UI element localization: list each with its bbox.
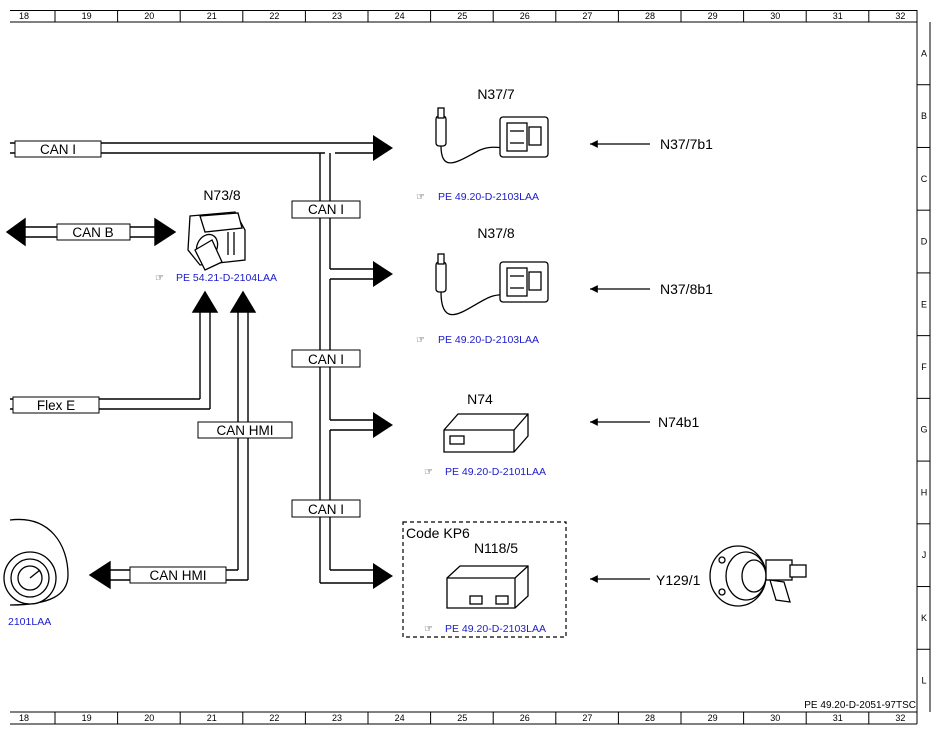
- hand-pointer-icon: ☞: [155, 273, 164, 284]
- n73-8-ref: ☞ PE 54.21-D-2104LAA: [155, 272, 277, 284]
- n37-8-ref: ☞ PE 49.20-D-2103LAA: [416, 334, 539, 346]
- column-label-19: 19: [82, 713, 92, 723]
- column-label-20: 20: [144, 713, 154, 723]
- bus-label-can-hmi-1: CAN HMI: [217, 423, 274, 438]
- column-label-21: 21: [207, 11, 217, 21]
- bus-label-flex-e: Flex E: [37, 398, 75, 413]
- column-label-29: 29: [708, 713, 718, 723]
- n37-8-component: N37/8 ☞ PE 49.20-D-2103LAA N37/8b1: [416, 225, 713, 346]
- n37-7-ref: ☞ PE 49.20-D-2103LAA: [416, 191, 539, 203]
- row-label-G: G: [920, 425, 927, 435]
- bus-label-can-i-top: CAN I: [40, 142, 76, 157]
- column-label-28: 28: [645, 713, 655, 723]
- n118-5-ref: ☞ PE 49.20-D-2103LAA: [424, 623, 546, 635]
- n73-8-label: N73/8: [203, 187, 241, 203]
- column-label-23: 23: [332, 11, 342, 21]
- n37-7-label: N37/7: [477, 86, 515, 102]
- column-label-26: 26: [520, 713, 530, 723]
- y129-1-label: Y129/1: [656, 572, 701, 588]
- n37-8b1-label: N37/8b1: [660, 281, 713, 297]
- can-i-arrowheads: [373, 135, 393, 589]
- column-label-28: 28: [645, 11, 655, 21]
- n118-5-label: N118/5: [474, 540, 518, 556]
- drawing-frame: [10, 10, 931, 725]
- column-label-30: 30: [770, 11, 780, 21]
- gauge-icon: [3, 518, 69, 606]
- n74-ref: ☞ PE 49.20-D-2101LAA: [424, 466, 546, 478]
- column-label-24: 24: [395, 713, 405, 723]
- column-label-31: 31: [833, 11, 843, 21]
- n118-5-component: Code KP6 N118/5 ☞ PE 49.20-D-2103LAA: [402, 521, 567, 638]
- n37-7-component: N37/7 ☞ PE 49.20-D-2103LAA N37/7b1: [416, 86, 713, 203]
- row-grid: A B C D E F G H J K L: [917, 48, 930, 686]
- can-hmi-bus: [88, 290, 257, 590]
- n37-7-ref-text: PE 49.20-D-2103LAA: [438, 191, 539, 203]
- row-label-B: B: [921, 111, 927, 121]
- row-label-F: F: [921, 362, 927, 372]
- bus-label-can-hmi-2: CAN HMI: [150, 568, 207, 583]
- bus-label-boxes: CAN I CAN I CAN I CAN I CAN B Flex E CAN…: [12, 140, 361, 584]
- column-label-23: 23: [332, 713, 342, 723]
- row-label-E: E: [921, 299, 927, 309]
- column-label-30: 30: [770, 713, 780, 723]
- dosing-valve-icon: [709, 545, 807, 607]
- n73-8-component: N73/8 ☞ PE 54.21-D-2104LAA: [155, 187, 277, 284]
- column-label-18: 18: [19, 11, 29, 21]
- bus-label-can-b: CAN B: [72, 225, 113, 240]
- column-label-21: 21: [207, 713, 217, 723]
- n74b1-label: N74b1: [658, 414, 699, 430]
- row-label-C: C: [921, 174, 928, 184]
- n37-8-label: N37/8: [477, 225, 515, 241]
- column-label-22: 22: [269, 11, 279, 21]
- document-id: PE 49.20-D-2051-97TSC: [804, 700, 916, 711]
- row-label-K: K: [921, 613, 927, 623]
- hand-pointer-icon: ☞: [416, 192, 425, 203]
- column-label-18: 18: [19, 713, 29, 723]
- hand-pointer-icon: ☞: [424, 467, 433, 478]
- n74-ref-text: PE 49.20-D-2101LAA: [445, 466, 546, 478]
- n74-component: N74 ☞ PE 49.20-D-2101LAA N74b1: [424, 391, 699, 478]
- column-label-32: 32: [895, 11, 905, 21]
- nox-sensor-icon: [435, 253, 549, 316]
- nox-sensor-icon: [435, 107, 549, 164]
- column-grid: 18 18 19 19 20 20 21 21 22 22 23 23 24 24 25 25 26 26 27 27…: [19, 10, 905, 724]
- hand-pointer-icon: ☞: [424, 624, 433, 635]
- column-label-19: 19: [82, 11, 92, 21]
- column-label-25: 25: [457, 11, 467, 21]
- column-label-27: 27: [582, 713, 592, 723]
- bus-label-can-i-2: CAN I: [308, 352, 344, 367]
- row-label-J: J: [922, 550, 927, 560]
- column-label-24: 24: [395, 11, 405, 21]
- code-kp6-dashed-box: [402, 521, 567, 638]
- row-label-A: A: [921, 48, 927, 58]
- bus-label-can-i-3: CAN I: [308, 502, 344, 517]
- column-label-32: 32: [895, 713, 905, 723]
- n74-label: N74: [467, 391, 493, 407]
- n37-7b1-label: N37/7b1: [660, 136, 713, 152]
- bus-label-can-i-1: CAN I: [308, 202, 344, 217]
- y129-1-component: Y129/1: [590, 545, 807, 607]
- row-label-L: L: [921, 676, 926, 686]
- control-unit-icon: [443, 413, 529, 453]
- column-label-22: 22: [269, 713, 279, 723]
- cluster-ref-text: 2101LAA: [8, 616, 51, 628]
- column-label-29: 29: [708, 11, 718, 21]
- row-label-H: H: [921, 487, 928, 497]
- code-kp6-label: Code KP6: [406, 525, 470, 541]
- n73-8-ref-text: PE 54.21-D-2104LAA: [176, 272, 277, 284]
- column-label-27: 27: [582, 11, 592, 21]
- instrument-cluster-component: 2101LAA: [3, 518, 69, 628]
- control-unit-icon: [446, 565, 529, 609]
- flex-e-bus: [10, 290, 219, 410]
- column-label-26: 26: [520, 11, 530, 21]
- column-label-20: 20: [144, 11, 154, 21]
- n118-5-ref-text: PE 49.20-D-2103LAA: [445, 623, 546, 635]
- hand-pointer-icon: ☞: [416, 335, 425, 346]
- n37-8-ref-text: PE 49.20-D-2103LAA: [438, 334, 539, 346]
- column-label-31: 31: [833, 713, 843, 723]
- column-label-25: 25: [457, 713, 467, 723]
- row-label-D: D: [921, 237, 928, 247]
- ignition-switch-icon: [187, 211, 246, 271]
